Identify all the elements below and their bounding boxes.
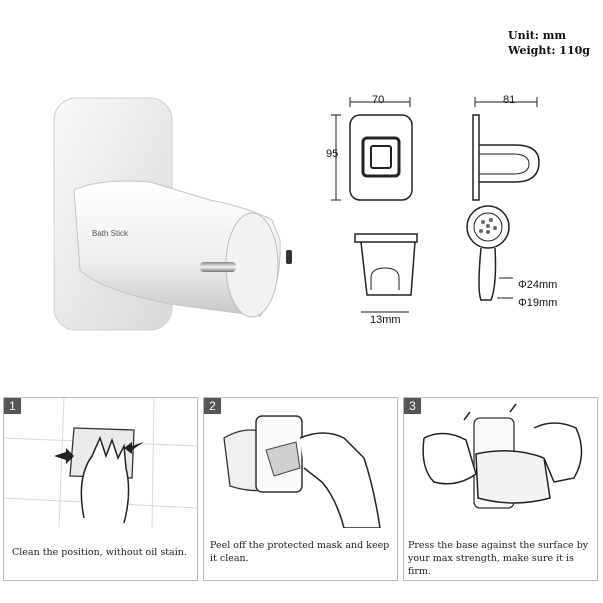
spec-block: Unit: mm Weight: 110g <box>508 28 590 58</box>
step-3-number: 3 <box>404 398 421 414</box>
step-3-caption: Press the base against the surface by yo… <box>408 539 597 578</box>
step-2-caption: Peel off the protected mask and keep it … <box>210 539 389 565</box>
step-3-panel: 3 Press the base against the surface by … <box>403 397 598 581</box>
step-1-number: 1 <box>4 398 21 414</box>
showerhead-icon <box>466 205 510 249</box>
step-3-caption-line1: Press the base against the surface by <box>408 540 589 551</box>
slot-label: 13mm <box>370 314 401 326</box>
handle-inner-label: Φ19mm <box>518 297 558 309</box>
hand-icon-2 <box>299 432 381 529</box>
bottom-view <box>354 233 418 243</box>
step-2-caption-line2: it clean. <box>210 553 249 564</box>
left-hand-icon <box>422 432 477 485</box>
step-2-caption-line1: Peel off the protected mask and keep <box>210 540 390 551</box>
step-2-panel: 2 Peel off the protected mask and keep i… <box>203 397 398 581</box>
arrow-left-icon <box>54 448 74 464</box>
right-hand-icon <box>533 422 583 483</box>
arrow-right-icon <box>124 442 144 454</box>
step-1-illustration <box>4 398 197 529</box>
brand-logo: Bath Stick <box>92 229 129 238</box>
chrome-strip <box>200 262 236 272</box>
weight-label: Weight: 110g <box>508 44 590 57</box>
step-1-caption: Clean the position, without oil stain. <box>12 547 187 558</box>
step-2-illustration <box>223 415 381 529</box>
dimension-diagrams <box>331 97 540 313</box>
step-3-caption-line2: your max strength, make sure it is firm. <box>408 553 574 577</box>
step-3-illustration <box>422 403 583 509</box>
protective-mask-icon <box>265 441 301 477</box>
press-marks-icon <box>463 403 517 421</box>
depth-label: 81 <box>503 94 516 106</box>
step-1-panel: 1 Clean the position, without oil stain. <box>3 397 198 581</box>
hand-icon <box>80 435 130 524</box>
holder-icon-3 <box>475 450 551 504</box>
height-label: 95 <box>326 148 339 160</box>
side-button <box>286 250 292 264</box>
side-view <box>472 114 480 201</box>
step-2-number: 2 <box>204 398 221 414</box>
front-view <box>349 114 413 201</box>
width-label: 70 <box>372 94 385 106</box>
product-photo: Bath Stick <box>53 97 292 331</box>
handle-outer-label: Φ24mm <box>518 279 558 291</box>
unit-label: Unit: mm <box>508 29 567 42</box>
